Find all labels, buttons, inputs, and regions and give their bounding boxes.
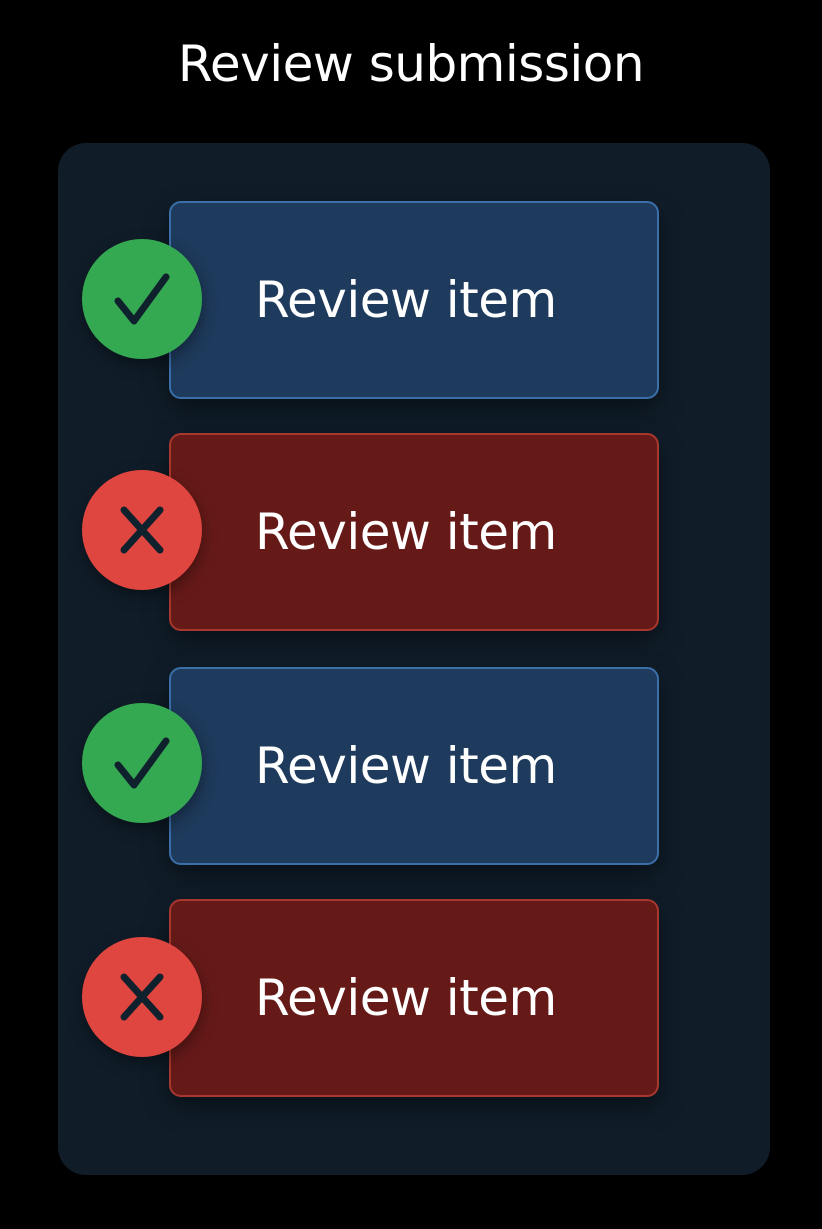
review-item-label: Review item: [255, 737, 557, 795]
review-list-item: Review item: [0, 201, 822, 399]
page-title: Review submission: [177, 35, 645, 93]
checkmark-icon: [114, 737, 170, 789]
review-item-label: Review item: [255, 271, 557, 329]
rejected-status-badge: [82, 470, 202, 590]
approved-status-badge: [82, 703, 202, 823]
review-item-card[interactable]: Review item: [169, 433, 659, 631]
checkmark-icon: [114, 273, 170, 325]
review-list-item: Review item: [0, 667, 822, 865]
review-list-item: Review item: [0, 899, 822, 1097]
review-item-label: Review item: [255, 969, 557, 1027]
rejected-status-badge: [82, 937, 202, 1057]
review-item-label: Review item: [255, 503, 557, 561]
approved-status-badge: [82, 239, 202, 359]
review-item-card[interactable]: Review item: [169, 201, 659, 399]
x-mark-icon: [120, 973, 164, 1021]
x-mark-icon: [120, 506, 164, 554]
review-list-item: Review item: [0, 433, 822, 631]
review-item-card[interactable]: Review item: [169, 899, 659, 1097]
review-item-card[interactable]: Review item: [169, 667, 659, 865]
